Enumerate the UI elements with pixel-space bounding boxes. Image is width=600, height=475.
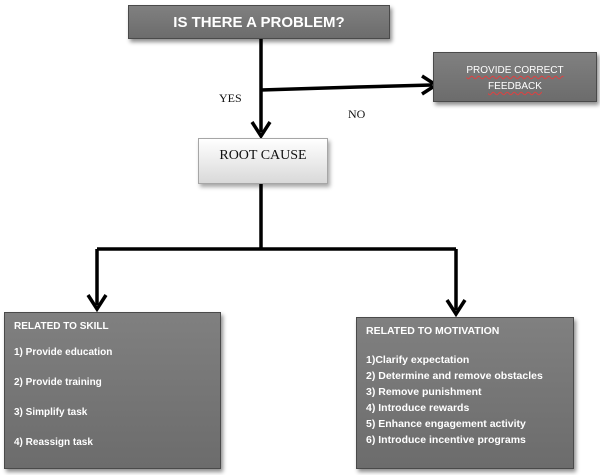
motivation-item: 3) Remove punishment xyxy=(366,386,482,398)
skill-item: 2) Provide training xyxy=(14,377,102,388)
connector-no-feedback xyxy=(260,83,433,92)
feedback-line-2-text: FEEDBACK xyxy=(488,81,542,92)
skill-item: 3) Simplify task xyxy=(14,407,88,418)
skill-title: RELATED TO SKILL xyxy=(14,321,109,332)
skill-item: 4) Reassign task xyxy=(14,437,93,448)
root-cause-text: ROOT CAUSE xyxy=(219,148,307,163)
motivation-item: 1)Clarify expectation xyxy=(366,354,470,366)
motivation-item: 2) Determine and remove obstacles xyxy=(366,370,543,382)
root-cause-box: ROOT CAUSE xyxy=(198,138,328,184)
yes-label: YES xyxy=(219,91,242,105)
motivation-item: 5) Enhance engagement activity xyxy=(366,418,526,430)
skill-item: 1) Provide education xyxy=(14,347,113,358)
motivation-item: 6) Introduce incentive programs xyxy=(366,434,526,446)
motivation-title: RELATED TO MOTIVATION xyxy=(366,325,500,337)
feedback-line-1-text: PROVIDE CORRECT xyxy=(466,65,564,76)
problem-question-text: IS THERE A PROBLEM? xyxy=(173,13,345,31)
provide-feedback-box: PROVIDE CORRECT FEEDBACK xyxy=(433,52,597,102)
feedback-line-2: FEEDBACK xyxy=(434,79,596,95)
feedback-line-1: PROVIDE CORRECT xyxy=(434,63,596,79)
skill-box: RELATED TO SKILL 1) Provide education 2)… xyxy=(4,312,221,469)
no-label: NO xyxy=(348,107,366,121)
arrowhead-motivation xyxy=(445,299,467,318)
arrowhead-root xyxy=(250,121,272,140)
motivation-item: 4) Introduce rewards xyxy=(366,402,470,414)
motivation-box: RELATED TO MOTIVATION 1)Clarify expectat… xyxy=(356,317,574,469)
problem-question-box: IS THERE A PROBLEM? xyxy=(128,5,390,39)
arrowhead-skill xyxy=(86,294,108,313)
